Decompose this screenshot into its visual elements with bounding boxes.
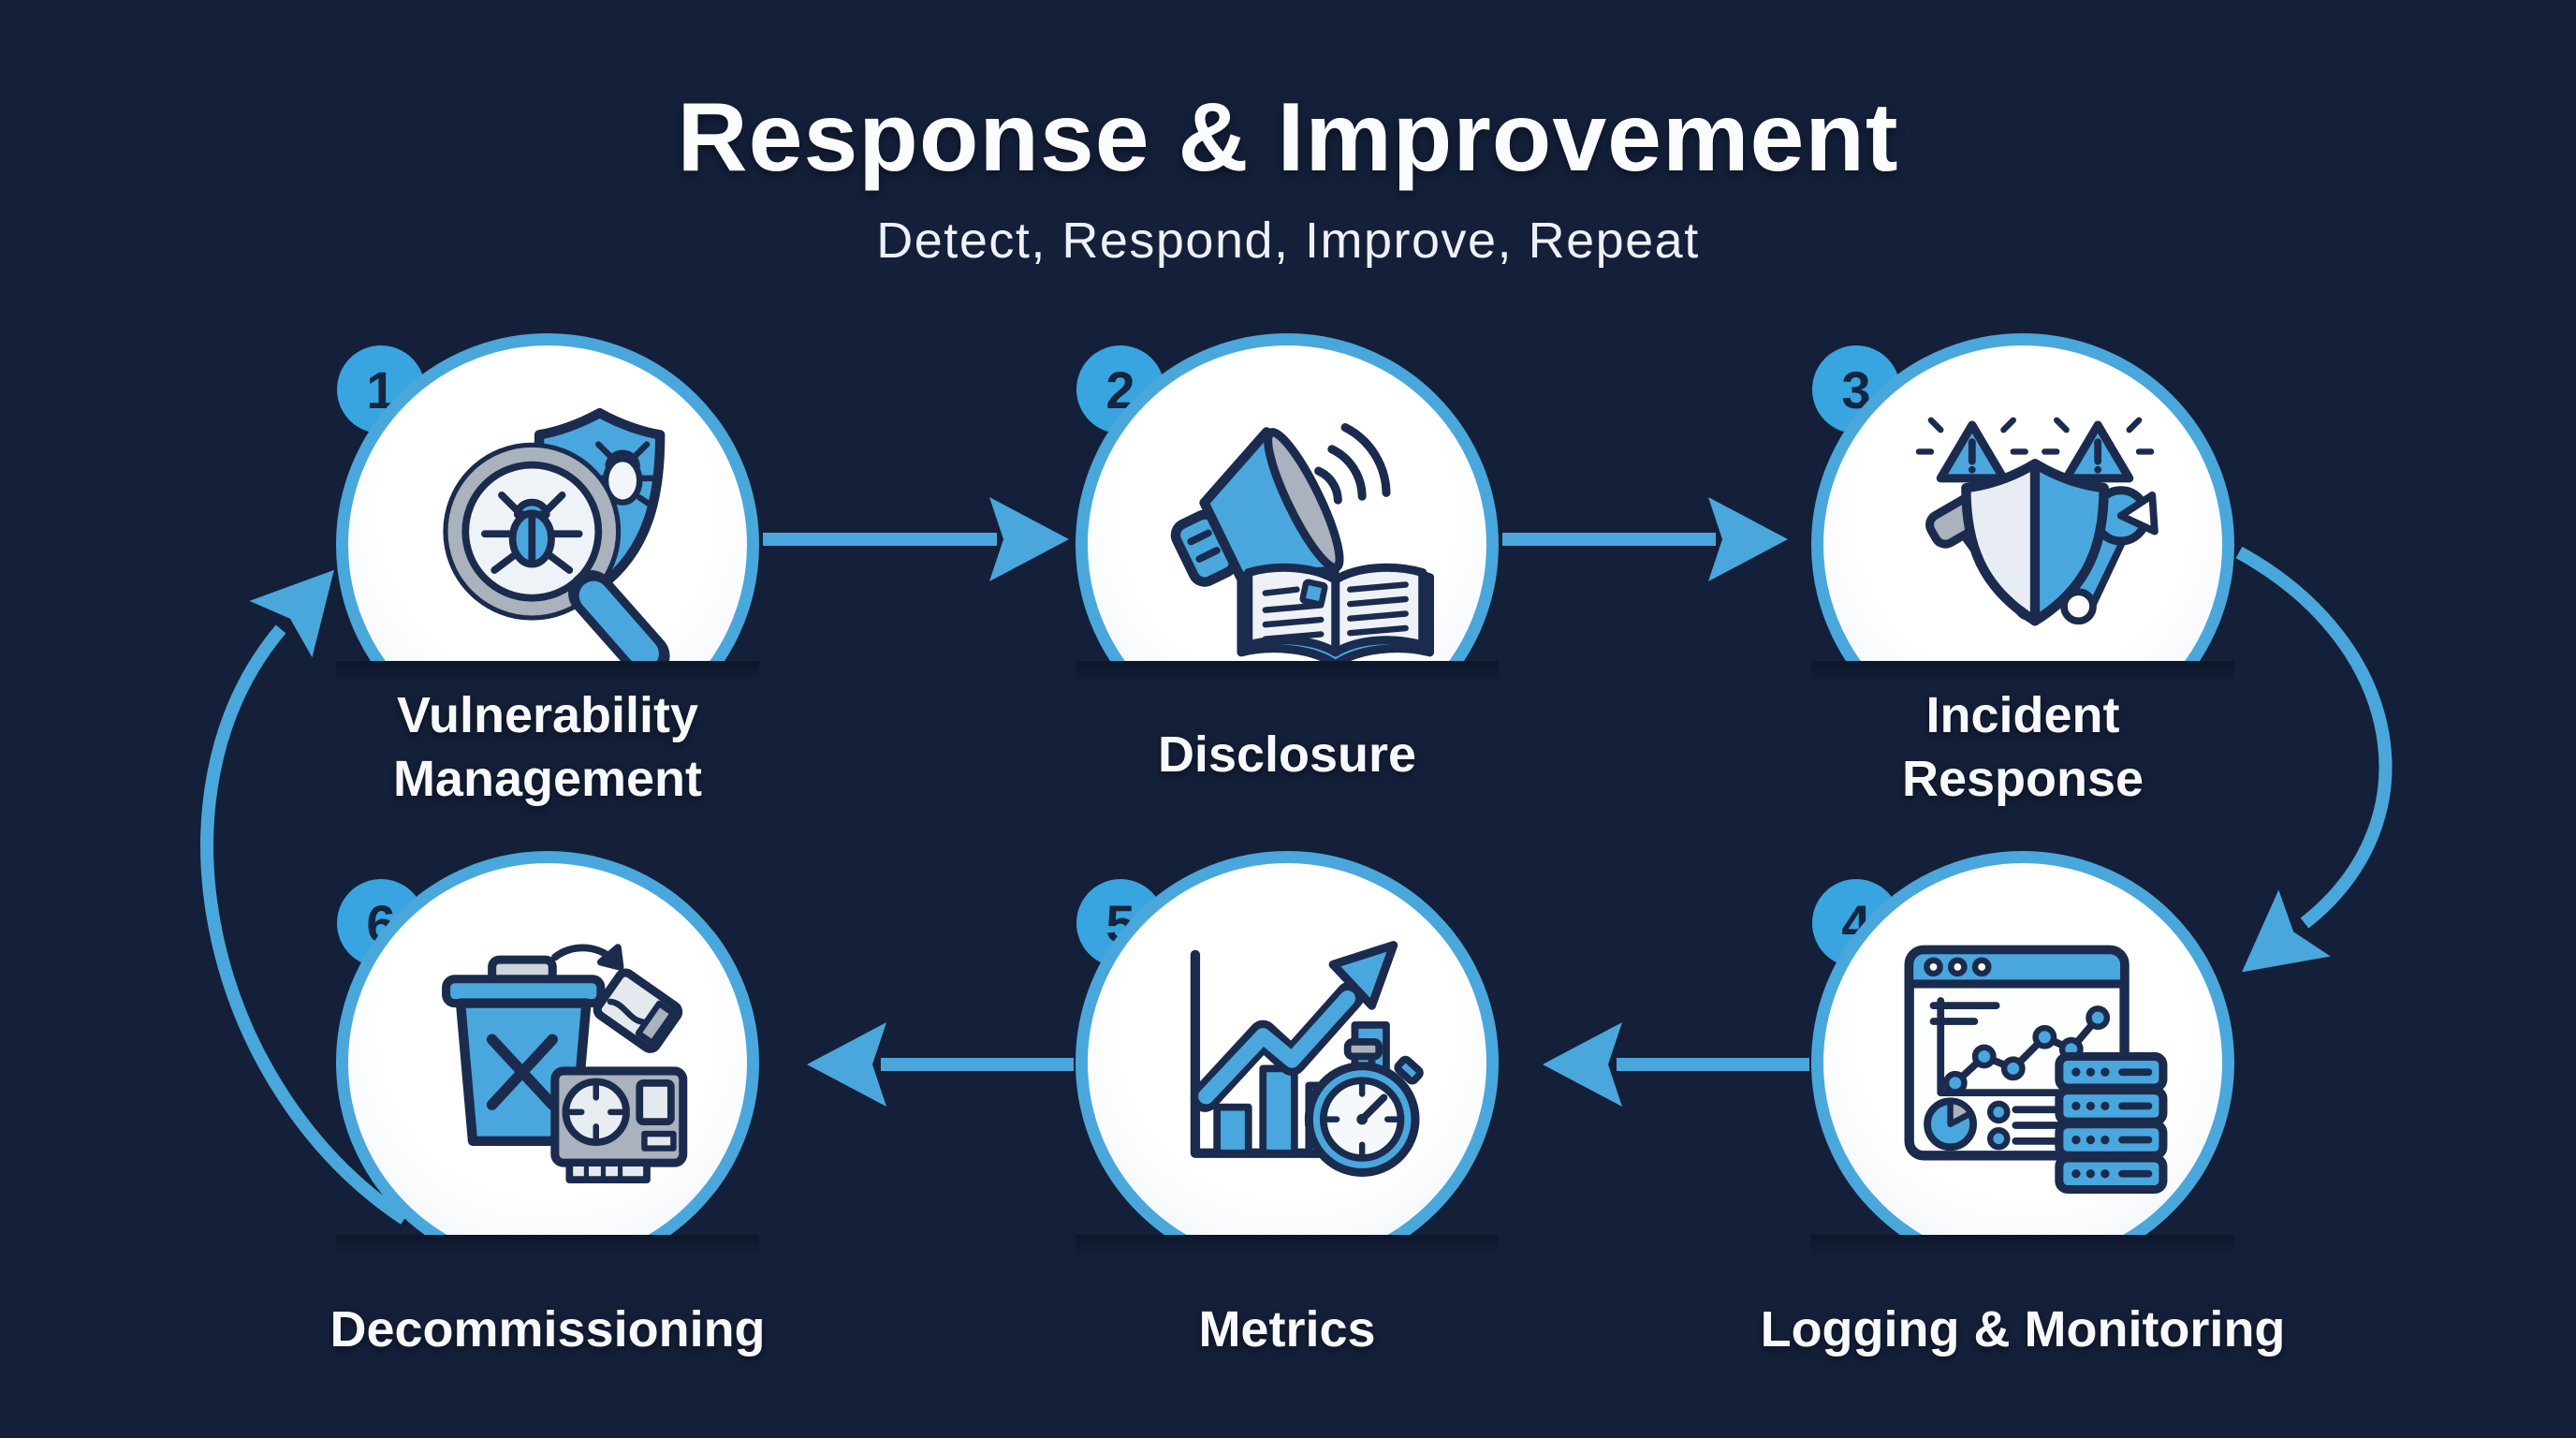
megaphone-open-book-icon (1170, 423, 1435, 661)
growth-chart-stopwatch-icon (1190, 941, 1424, 1177)
page-title: Response & Improvement (677, 83, 1899, 192)
shield-hammer-wrench-alert-icon (1915, 417, 2159, 626)
dashboard-server-stack-icon (1904, 945, 2168, 1195)
circuit-card (550, 1066, 688, 1184)
arrow-3-to-4-curve (2235, 546, 2393, 973)
node-label: Logging & Monitoring (1760, 1301, 2286, 1357)
node-decommissioning: 6 (336, 851, 759, 1274)
node-disclosure: 2 (1076, 333, 1499, 756)
node-label: Incident Response (1901, 687, 2144, 807)
warning-triangle-right (2042, 417, 2155, 483)
node-incident-response: 3 (1811, 333, 2234, 756)
node-label: Disclosure (1157, 726, 1417, 783)
arrow-6-to-1-curve (200, 569, 408, 1225)
arrow-2-to-3 (1502, 497, 1788, 581)
node-label: Decommissioning (329, 1301, 766, 1357)
recycle-arrow (550, 944, 624, 971)
stopwatch (1304, 1038, 1424, 1177)
memory-chip (593, 968, 683, 1053)
node-circle (336, 333, 759, 661)
node-label: Metrics (1198, 1301, 1376, 1357)
server-stack (2055, 1051, 2168, 1195)
node-label: Vulnerability Management (392, 687, 703, 807)
shield (1961, 459, 2109, 626)
node-logging-monitoring: 4 (1811, 851, 2234, 1274)
node-circle (1811, 851, 2234, 1235)
arrow-4-to-5 (1543, 1022, 1809, 1107)
node-metrics: 5 (1076, 851, 1499, 1274)
arrow-1-to-2 (763, 497, 1069, 581)
pie-chart (1924, 1097, 1977, 1152)
node-vulnerability-management: 1 (336, 333, 759, 756)
arrow-5-to-6 (807, 1022, 1074, 1107)
warning-triangle-left (1915, 417, 2028, 483)
trash-hardware-disposal-icon (442, 944, 688, 1184)
page-subtitle: Detect, Respond, Improve, Repeat (876, 213, 1700, 269)
bug-scan-shield-icon (443, 407, 670, 661)
node-circle (1076, 851, 1499, 1235)
